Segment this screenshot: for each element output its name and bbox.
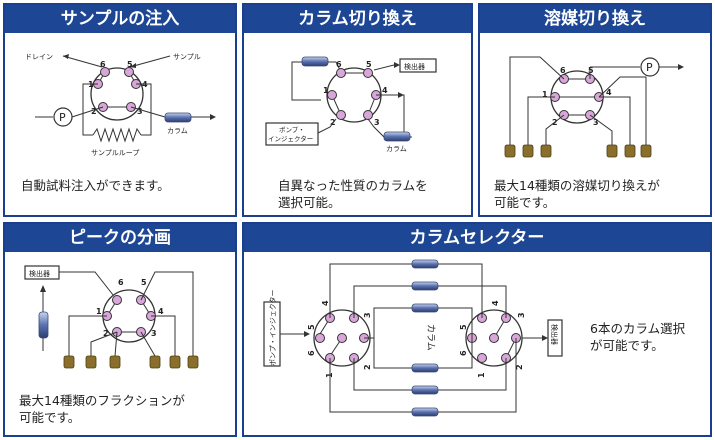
panel-caption: 最大14種類のフラクションが 可能です。: [19, 392, 185, 426]
solvent-switching-diagram: 6 5 1 4 2 3 P: [504, 56, 684, 158]
caption-line: 可能です。: [494, 195, 556, 210]
caption-line: 自異なった性質のカラムを: [278, 178, 428, 193]
pump-injector-label-2: インジェクター: [268, 134, 313, 143]
port-5-label: 5: [459, 324, 468, 330]
port-1-label: 1: [323, 86, 329, 95]
port-5-label: 5: [141, 278, 147, 287]
detector-label: 検出器: [29, 269, 50, 278]
port-6-label: 6: [459, 350, 468, 356]
port-1-label: 1: [477, 372, 486, 378]
pump-label: P: [646, 61, 653, 74]
port-4-label: 4: [491, 300, 500, 306]
port-5-label: 5: [366, 60, 372, 69]
port-6-label: 6: [336, 60, 342, 69]
panel-title: カラム切り換え: [244, 5, 471, 33]
port-5-label: 5: [307, 324, 316, 330]
port-3-label: 3: [517, 312, 526, 318]
pump-injector-label-1: ポンプ・: [279, 126, 305, 134]
caption-line: 最大14種類の溶媒切り換えが: [494, 178, 660, 193]
column-label: カラム: [167, 127, 188, 135]
panel-title: カラムセレクター: [244, 224, 710, 252]
panel-title: 溶媒切り換え: [480, 5, 710, 33]
port-6-label: 6: [100, 60, 106, 69]
column-switching-diagram: 検出器 6 5 1 4 2 3 ポンプ・ インジェクター カラム: [265, 56, 437, 153]
caption-line: 可能です。: [19, 410, 81, 425]
port-3-label: 3: [363, 312, 372, 318]
panel-column-selector: カラムセレクター ポンプ・インジェクター 4 3 5 6 1 2: [242, 222, 712, 437]
port-1-label: 1: [542, 90, 548, 99]
sample-injection-diagram: ドレイン サンプル 6 5 1 4 2 3 サンプルループ P: [25, 53, 216, 157]
detector-label: 検出器: [404, 62, 425, 71]
panel-title: サンプルの注入: [5, 5, 235, 33]
column-label: カラム: [386, 145, 407, 153]
port-6-label: 6: [118, 278, 124, 287]
peak-fractionation-diagram: 検出器 6 5 1 4 2 3: [24, 265, 199, 369]
sample-label: サンプル: [173, 53, 201, 61]
port-6-label: 6: [560, 66, 566, 75]
drain-label: ドレイン: [25, 53, 53, 61]
port-5-label: 5: [588, 66, 594, 75]
column-label: カラム: [425, 324, 436, 351]
pump-label: P: [59, 111, 66, 124]
panel-peak-fractionation: ピークの分画 検出器 6 5 1 4 2 3: [3, 222, 237, 437]
port-1-label: 1: [96, 307, 102, 316]
port-3-label: 3: [151, 329, 157, 338]
column-selector-diagram: ポンプ・インジェクター 4 3 5 6 1 2 4 3 5 6 1: [263, 259, 563, 417]
port-4-label: 4: [382, 86, 388, 95]
caption-line: が可能です。: [590, 338, 664, 353]
port-2-label: 2: [515, 364, 524, 370]
detector-label: 検出器: [550, 324, 559, 345]
port-2-label: 2: [363, 364, 372, 370]
port-2-label: 2: [103, 329, 109, 338]
panel-caption: 6本のカラム選択 が可能です。: [590, 320, 685, 354]
port-4-label: 4: [606, 88, 612, 97]
caption-line: 最大14種類のフラクションが: [19, 393, 185, 408]
panel-title: ピークの分画: [5, 224, 235, 252]
loop-label: サンプルループ: [91, 149, 139, 157]
port-3-label: 3: [137, 107, 143, 116]
caption-line: 6本のカラム選択: [590, 321, 686, 336]
panel-solvent-switching: 溶媒切り換え 6 5 1 4 2 3 P: [478, 3, 712, 217]
port-3-label: 3: [374, 118, 380, 127]
panel-caption: 自異なった性質のカラムを 選択可能。: [278, 177, 428, 211]
port-5-label: 5: [127, 60, 133, 69]
panel-caption: 自動試料注入ができます。: [21, 178, 170, 193]
panel-sample-injection: サンプルの注入 ドレイン サンプル 6 5 1 4 2 3 サンプルループ P: [3, 3, 237, 217]
port-3-label: 3: [593, 118, 599, 127]
pump-injector-label: ポンプ・インジェクター: [268, 289, 277, 366]
caption-line: 選択可能。: [278, 195, 341, 210]
port-4-label: 4: [321, 300, 330, 306]
port-4-label: 4: [158, 307, 164, 316]
panel-column-switching: カラム切り換え 検出器 6 5 1 4 2 3 ポンプ・ インジェクター: [242, 3, 473, 217]
panel-caption: 最大14種類の溶媒切り換えが 可能です。: [494, 177, 660, 211]
port-2-label: 2: [91, 107, 97, 116]
port-6-label: 6: [307, 350, 316, 356]
